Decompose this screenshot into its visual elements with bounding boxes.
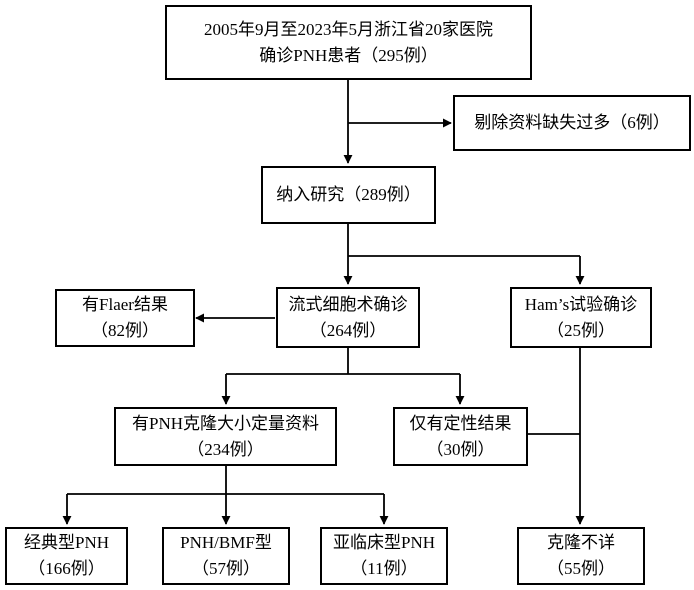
source-box-line1: 2005年9月至2023年5月浙江省20家医院 bbox=[204, 19, 493, 39]
flow-cytometry-box-line2: （264例） bbox=[309, 320, 387, 340]
pnh-bmf-box-line2: （57例） bbox=[192, 559, 260, 578]
unknown-clone-box: 克隆不详 （55例） bbox=[517, 527, 645, 585]
included-box: 纳入研究（289例） bbox=[261, 166, 436, 224]
subclinical-pnh-box-line2: （11例） bbox=[350, 559, 418, 578]
excluded-box: 剔除资料缺失过多（6例） bbox=[453, 95, 691, 151]
source-box: 2005年9月至2023年5月浙江省20家医院 确诊PNH患者（295例） bbox=[165, 5, 532, 80]
subclinical-pnh-box: 亚临床型PNH （11例） bbox=[320, 527, 448, 585]
clone-size-box: 有PNH克隆大小定量资料 （234例） bbox=[114, 407, 337, 466]
excluded-box-line1: 剔除资料缺失过多（6例） bbox=[474, 113, 670, 132]
classic-pnh-box-line2: （166例） bbox=[28, 559, 105, 578]
classic-pnh-box: 经典型PNH （166例） bbox=[5, 527, 128, 585]
pnh-bmf-box-line1: PNH/BMF型 bbox=[180, 533, 272, 552]
flow-cytometry-box-line1: 流式细胞术确诊 bbox=[288, 294, 408, 314]
clone-size-box-line1: 有PNH克隆大小定量资料 bbox=[131, 413, 319, 433]
ham-test-box-line1: Ham’s试验确诊 bbox=[524, 294, 638, 314]
qualitative-box-line2: （30例） bbox=[426, 439, 495, 459]
flaer-box: 有Flaer结果 （82例） bbox=[55, 289, 195, 347]
pnh-bmf-box: PNH/BMF型 （57例） bbox=[162, 527, 290, 585]
clone-size-box-line2: （234例） bbox=[187, 439, 264, 459]
ham-test-box-line2: （25例） bbox=[547, 320, 615, 340]
ham-test-box: Ham’s试验确诊 （25例） bbox=[510, 287, 652, 348]
flaer-box-line1: 有Flaer结果 bbox=[82, 295, 168, 314]
subclinical-pnh-box-line1: 亚临床型PNH bbox=[332, 533, 435, 552]
flaer-box-line2: （82例） bbox=[91, 321, 159, 340]
included-box-line1: 纳入研究（289例） bbox=[276, 185, 421, 204]
source-box-line2: 确诊PNH患者（295例） bbox=[259, 45, 438, 65]
classic-pnh-box-line1: 经典型PNH bbox=[23, 533, 109, 552]
unknown-clone-box-line1: 克隆不详 bbox=[547, 533, 615, 552]
qualitative-box: 仅有定性结果 （30例） bbox=[393, 407, 528, 466]
qualitative-box-line1: 仅有定性结果 bbox=[409, 413, 512, 433]
flow-cytometry-box: 流式细胞术确诊 （264例） bbox=[276, 287, 420, 348]
unknown-clone-box-line2: （55例） bbox=[547, 559, 615, 578]
